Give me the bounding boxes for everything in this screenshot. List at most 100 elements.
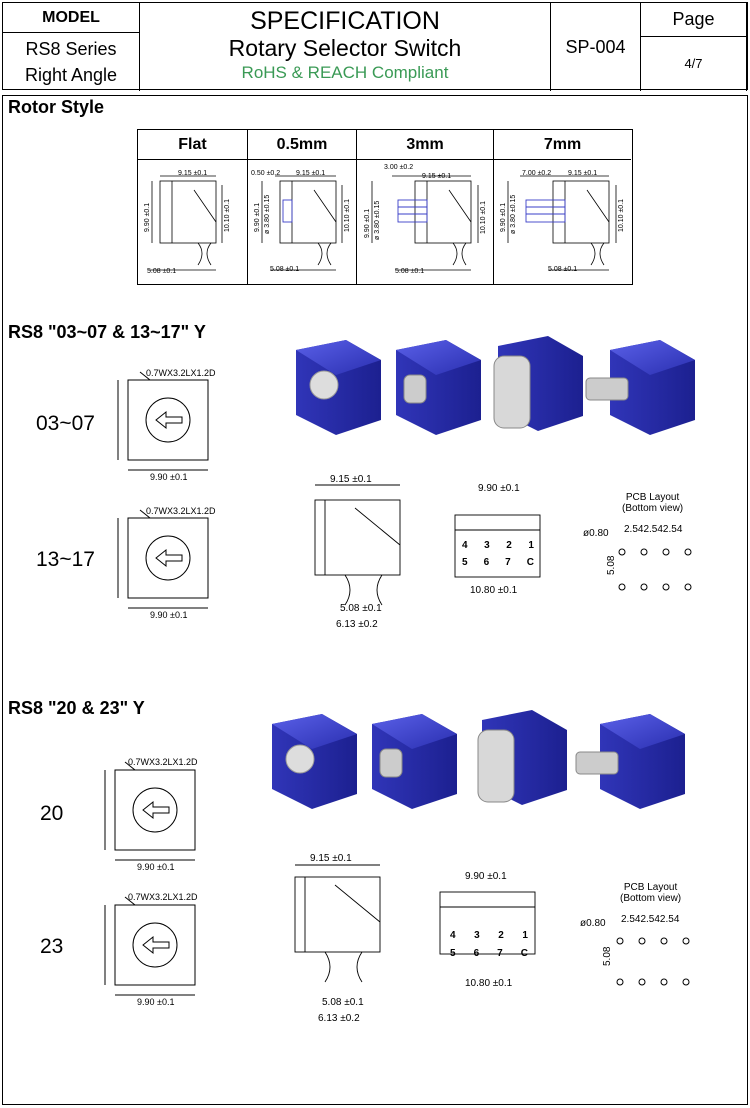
rotor-col-3: 3mm [357,130,494,284]
pin-label: 1 [528,540,534,551]
variant-1317: 13~17 [36,548,95,571]
rotor-style-title: Rotor Style [8,97,105,117]
doc-number: SP-004 [551,3,641,91]
dim-label: 7.00 ±0.2 [522,170,552,177]
dim-label: 0.50 ±0.2 [251,170,281,177]
rotor-3-body [414,180,472,244]
dim-label: 9.15 ±0.1 [330,474,372,485]
front-pins-top-2: 4 3 2 1 [450,930,528,941]
pin-label: 1 [522,930,528,941]
dim-label: 5.08 ±0.1 [548,266,578,273]
pcb-title-2: PCB Layout (Bottom view) [620,882,681,904]
compliance-note: RoHS & REACH Compliant [241,63,449,82]
shaft-7 [525,199,566,223]
model-value: RS8 Series Right Angle [3,36,139,88]
pcb-row-gap: 5.08 [602,946,613,966]
page-value: 4/7 [684,55,703,71]
dim-label: 9.15 ±0.1 [422,173,452,180]
topview-0307 [127,379,209,461]
slot-note: 0.7WX3.2LX1.2D [146,368,216,378]
rotor-flat-body [159,180,217,244]
pin-label: 6 [483,557,490,568]
variant-23: 23 [40,935,64,958]
dim-label: 5.08 ±0.1 [147,268,177,275]
pin-label: C [526,557,534,568]
model-cell: MODEL RS8 Series Right Angle [3,3,140,91]
dim-label: 9.90 ±0.1 [465,871,507,882]
topview-1317 [127,517,209,599]
pcb-hole: ø0.80 [580,918,606,929]
pin-label: 6 [473,948,480,959]
pin-label: 3 [484,540,490,551]
dim-label: 6.13 ±0.2 [336,619,378,630]
rotor-col-header: Flat [138,130,247,160]
pcb-subtitle: (Bottom view) [620,893,682,904]
variant-0307: 03~07 [36,412,95,435]
pcb-pitch: 2.542.542.54 [624,524,683,535]
dim-label: 9.90 ±0.1 [137,862,175,872]
front-view-1 [454,514,541,578]
slot-note: 0.7WX3.2LX1.2D [128,892,198,902]
pin-label: 3 [474,930,480,941]
spec-header: MODEL RS8 Series Right Angle SPECIFICATI… [2,2,748,91]
rotor-col-header: 3mm [357,130,493,160]
dim-label: 5.08 ±0.1 [340,603,382,614]
front-pins-bottom-2: 5 6 7 C [450,948,528,959]
front-pins-top: 4 3 2 1 [462,540,534,551]
page-label: Page [641,3,746,37]
pcb-title: PCB Layout [623,882,678,893]
dim-label: 9.90 ±0.1 [478,483,520,494]
model-line-1: RS8 Series [25,39,117,59]
pin-label: 7 [497,948,503,959]
page-cell: Page 4/7 [641,3,747,91]
title-cell: SPECIFICATION Rotary Selector Switch RoH… [140,3,551,91]
front-pins-bottom: 5 6 7 C [462,557,534,568]
dim-label: 9.90 ±0.1 [137,997,175,1007]
shaft-3 [397,199,428,223]
pin-label: 2 [506,540,512,551]
dim-label: 5.08 ±0.1 [322,997,364,1008]
rotor-col-7: 7mm [494,130,631,284]
slot-note: 0.7WX3.2LX1.2D [128,757,198,767]
rotor-col-header: 7mm [494,130,631,160]
content-frame [2,95,748,1105]
section-2-title: RS8 "20 & 23" Y [8,698,145,718]
doc-subtitle: Rotary Selector Switch [228,35,462,61]
pcb-hole: ø0.80 [583,528,609,539]
front-view-2 [439,891,536,955]
pin-label: 5 [450,948,456,959]
model-label: MODEL [3,3,139,33]
rotor-col-header: 0.5mm [248,130,356,160]
dim-label: 10.80 ±0.1 [470,585,518,596]
render-row-2 [272,710,685,809]
pin-label: 5 [462,557,468,568]
rotor-05-body [279,180,337,244]
slot-note: 0.7WX3.2LX1.2D [146,506,216,516]
dim-label: 5.08 ±0.1 [395,268,425,275]
dim-label: 9.90 ±0.1 [150,472,188,482]
pin-label: 4 [462,540,468,551]
dim-label: 9.15 ±0.1 [310,853,352,864]
pin-label: 7 [505,557,511,568]
pcb-row-gap: 5.08 [606,555,617,575]
model-line-2: Right Angle [24,65,118,85]
shaft-05 [282,199,293,223]
dim-label: 9.15 ±0.1 [568,170,598,177]
pcb-title: PCB Layout [625,492,680,503]
rotor-7-body [552,180,610,244]
dim-label: 9.15 ±0.1 [178,170,208,177]
pin-label: 2 [498,930,504,941]
dim-label: 9.90 ±0.1 [150,610,188,620]
pin-label: C [520,948,528,959]
dim-label: 10.80 ±0.1 [465,978,513,989]
section-1-title: RS8 "03~07 & 13~17" Y [8,322,206,342]
pin-label: 4 [450,930,456,941]
dim-label: 3.00 ±0.2 [384,164,414,171]
side-view-2 [294,876,381,953]
rotor-col-05: 0.5mm [248,130,357,284]
topview-23 [114,904,196,986]
doc-title: SPECIFICATION [250,7,440,35]
pcb-title-1: PCB Layout (Bottom view) [622,492,683,514]
